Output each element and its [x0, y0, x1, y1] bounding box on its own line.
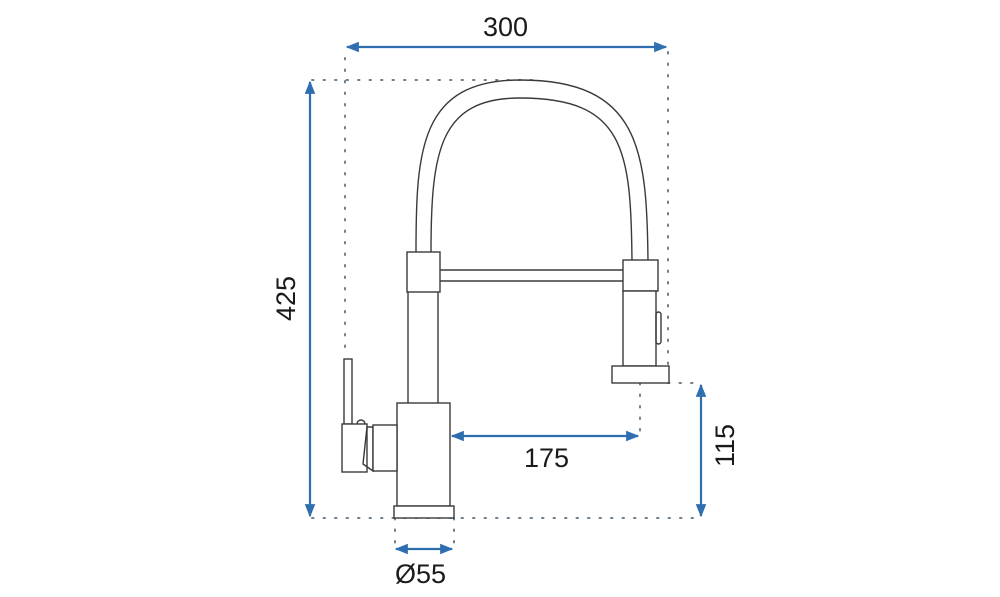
faucet-base-plate: [393, 505, 455, 519]
spout-arc-outer: [415, 79, 649, 263]
spout-clearance-label: 115: [710, 423, 741, 468]
lever-knob: [356, 419, 366, 425]
spray-button: [655, 311, 662, 345]
lever-stem: [343, 358, 353, 425]
base-diameter-label: Ø55: [395, 559, 447, 589]
faucet-outline: [341, 79, 670, 519]
spray-head-base: [611, 365, 670, 384]
body-collar: [406, 251, 441, 293]
guide-lines: [311, 51, 701, 546]
lever-sleeve: [372, 424, 398, 472]
total-height-label: 425: [271, 275, 302, 322]
spout-arc-inner: [430, 97, 633, 263]
total-width-label: 300: [483, 12, 529, 42]
faucet-body-block: [396, 402, 451, 507]
dimension-arrows: [304, 41, 707, 555]
spray-head-top: [622, 259, 659, 292]
spout-reach-label: 175: [524, 443, 570, 473]
spray-head-body: [622, 290, 657, 367]
